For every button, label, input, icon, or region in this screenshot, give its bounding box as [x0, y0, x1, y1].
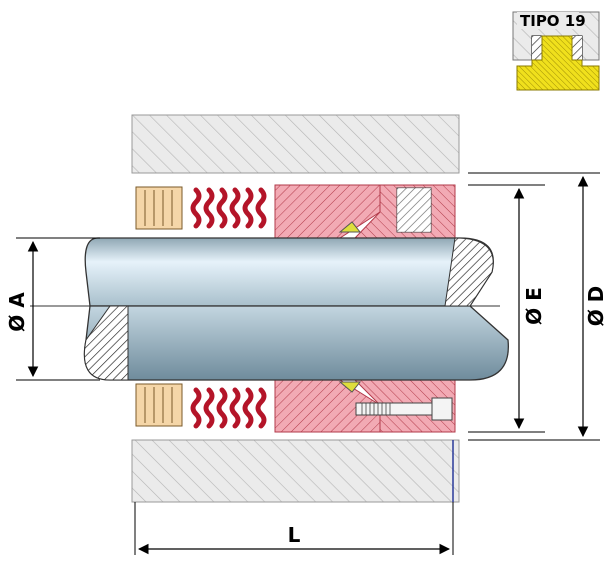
shaft	[30, 237, 509, 381]
type-badge-label: TIPO 19	[520, 12, 586, 30]
type-badge: TIPO 19	[512, 11, 600, 91]
length-label: L	[288, 523, 301, 547]
inner-diameter-label: Ø E	[522, 287, 546, 325]
oring-upper	[338, 221, 362, 233]
dimension-inner-diameter: Ø E	[468, 184, 546, 433]
dimension-outer-diameter: Ø D	[468, 172, 608, 441]
seal-lower	[135, 379, 456, 433]
shaft-diameter-label: Ø A	[5, 292, 29, 332]
oring-lower	[338, 381, 362, 393]
housing-bottom	[131, 439, 460, 503]
outer-diameter-label: Ø D	[584, 286, 608, 327]
housing-top	[131, 114, 460, 174]
spring-lower	[190, 387, 267, 429]
spring-upper	[190, 187, 267, 229]
dimension-shaft-diameter: Ø A	[5, 237, 100, 381]
seal-upper	[135, 184, 456, 239]
shaft-section-left	[83, 305, 129, 381]
dimension-length: L	[134, 502, 454, 555]
drive-collar-upper	[135, 186, 183, 230]
bolt-lower	[355, 397, 453, 421]
drive-collar-lower	[135, 383, 183, 427]
shaft-section-right	[444, 237, 494, 307]
